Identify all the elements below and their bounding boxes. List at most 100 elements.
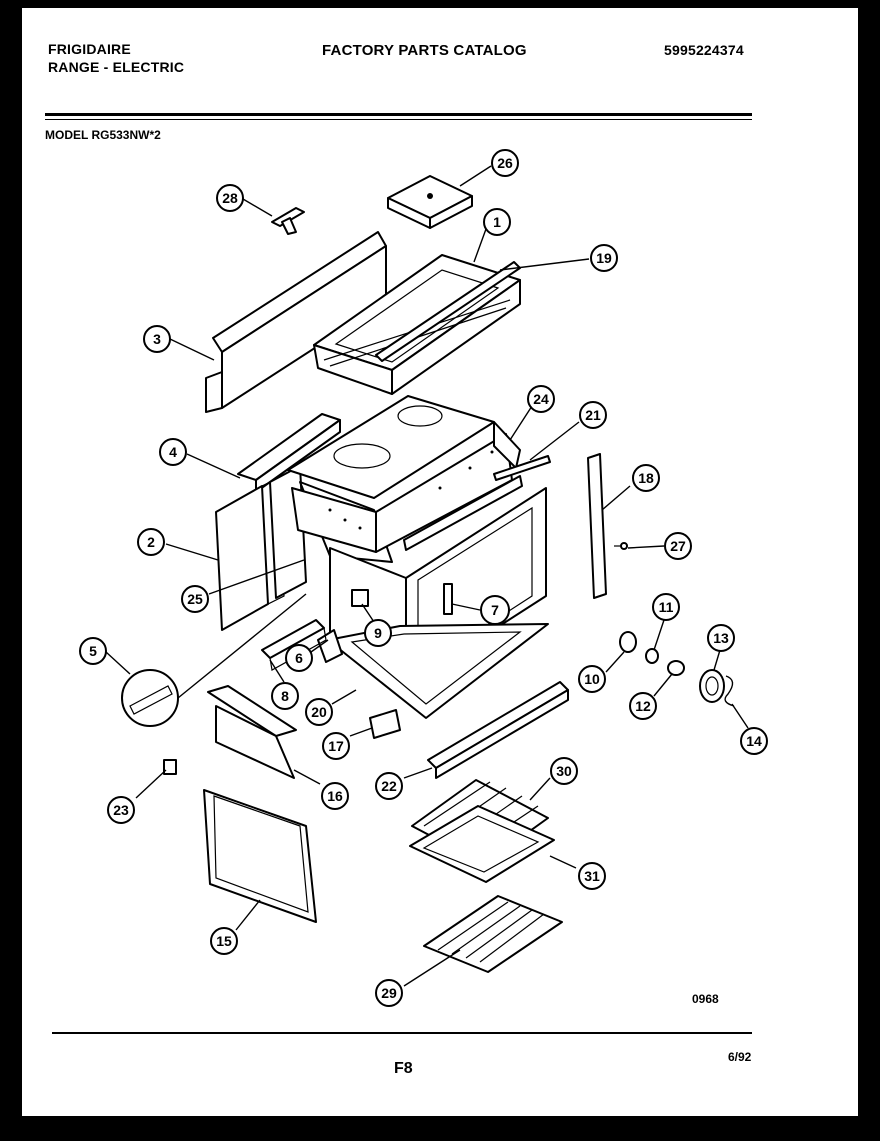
part-9-receptacle: [351, 589, 369, 607]
part-11-bulb: [645, 648, 659, 664]
svg-text:1: 1: [493, 214, 501, 230]
part-31-broiler-pan: [409, 805, 555, 883]
svg-text:29: 29: [381, 985, 397, 1001]
svg-text:23: 23: [113, 802, 129, 818]
svg-text:27: 27: [670, 538, 686, 554]
catalog-number: 5995224374: [664, 42, 744, 58]
svg-text:19: 19: [596, 250, 612, 266]
part-13-lens: [699, 669, 725, 703]
part-1-top-pan: [313, 254, 521, 395]
diagram-code: 0968: [692, 992, 719, 1006]
svg-text:13: 13: [713, 630, 729, 646]
callout-9: 9: [364, 619, 392, 647]
svg-text:9: 9: [374, 625, 382, 641]
svg-text:16: 16: [327, 788, 343, 804]
catalog-title: FACTORY PARTS CATALOG: [322, 42, 527, 59]
callout-29: 29: [375, 979, 403, 1007]
part-29-oven-rack: [423, 895, 563, 973]
part-4-side-panel: [237, 413, 341, 493]
product-type: RANGE - ELECTRIC: [48, 59, 185, 75]
part-18-side-trim: [587, 453, 607, 599]
part-15-door: [203, 789, 317, 923]
callout-25: 25: [181, 585, 209, 613]
callout-27: 27: [664, 532, 692, 560]
callout-21: 21: [579, 401, 607, 429]
svg-text:6: 6: [295, 650, 303, 666]
svg-text:15: 15: [216, 933, 232, 949]
svg-text:14: 14: [746, 733, 762, 749]
svg-text:24: 24: [533, 391, 549, 407]
part-20-bottom-frame: [327, 623, 549, 719]
callout-23: 23: [107, 796, 135, 824]
svg-text:5: 5: [89, 643, 97, 659]
callout-17: 17: [322, 732, 350, 760]
print-date: 6/92: [728, 1050, 752, 1064]
part-17-latch: [369, 709, 401, 739]
callout-31: 31: [578, 862, 606, 890]
callout-11: 11: [652, 593, 680, 621]
svg-text:20: 20: [311, 704, 327, 720]
callout-4: 4: [159, 438, 187, 466]
model-number: MODEL RG533NW*2: [45, 128, 161, 142]
callout-15: 15: [210, 927, 238, 955]
callout-19: 19: [590, 244, 618, 272]
leader-lines: [105, 165, 749, 987]
part-16-door-panel: [207, 685, 297, 779]
callout-3: 3: [143, 325, 171, 353]
callout-6: 6: [285, 644, 313, 672]
callout-20: 20: [305, 698, 333, 726]
callout-12: 12: [629, 692, 657, 720]
brand-block: FRIGIDAIRE RANGE - ELECTRIC: [48, 40, 184, 76]
svg-text:12: 12: [635, 698, 651, 714]
part-5-harness: [121, 669, 179, 727]
svg-text:10: 10: [584, 671, 600, 687]
brand-name: FRIGIDAIRE: [48, 41, 131, 57]
callout-5: 5: [79, 637, 107, 665]
callout-18: 18: [632, 464, 660, 492]
callout-8: 8: [271, 682, 299, 710]
part-28-clip: [271, 207, 305, 235]
part-27-screw: [614, 542, 628, 550]
part-3-rear-panel: [205, 231, 387, 413]
svg-text:8: 8: [281, 688, 289, 704]
callout-7: 7: [480, 595, 510, 625]
svg-text:18: 18: [638, 470, 654, 486]
part-22-vent-trim: [427, 681, 569, 779]
callout-28: 28: [216, 184, 244, 212]
callout-1: 1: [483, 208, 511, 236]
part-21-strip: [493, 455, 551, 481]
svg-text:28: 28: [222, 190, 238, 206]
footer-rule: [52, 1032, 752, 1034]
part-12-socket: [667, 660, 685, 676]
part-8-bracket: [261, 619, 327, 671]
svg-text:2: 2: [147, 534, 155, 550]
callout-22: 22: [375, 772, 403, 800]
svg-text:31: 31: [584, 868, 600, 884]
svg-text:30: 30: [556, 763, 572, 779]
callout-2: 2: [137, 528, 165, 556]
callout-16: 16: [321, 782, 349, 810]
svg-text:26: 26: [497, 155, 513, 171]
page-number: F8: [394, 1060, 413, 1077]
part-14-wire: [724, 675, 735, 707]
callout-10: 10: [578, 665, 606, 693]
header-rule: [45, 113, 752, 116]
callout-26: 26: [491, 149, 519, 177]
callout-14: 14: [740, 727, 768, 755]
part-23-clip: [163, 759, 177, 775]
callout-30: 30: [550, 757, 578, 785]
svg-text:17: 17: [328, 738, 344, 754]
callout-24: 24: [527, 385, 555, 413]
svg-text:11: 11: [659, 599, 674, 615]
part-2-side-insulation: [215, 465, 307, 631]
svg-text:25: 25: [187, 591, 203, 607]
part-6-bracket: [317, 629, 343, 663]
svg-text:22: 22: [381, 778, 397, 794]
svg-text:3: 3: [153, 331, 161, 347]
part-7-element: [443, 583, 453, 615]
svg-text:21: 21: [585, 407, 601, 423]
callout-13: 13: [707, 624, 735, 652]
part-26-vent: [387, 175, 473, 229]
part-10-knob: [619, 631, 637, 653]
